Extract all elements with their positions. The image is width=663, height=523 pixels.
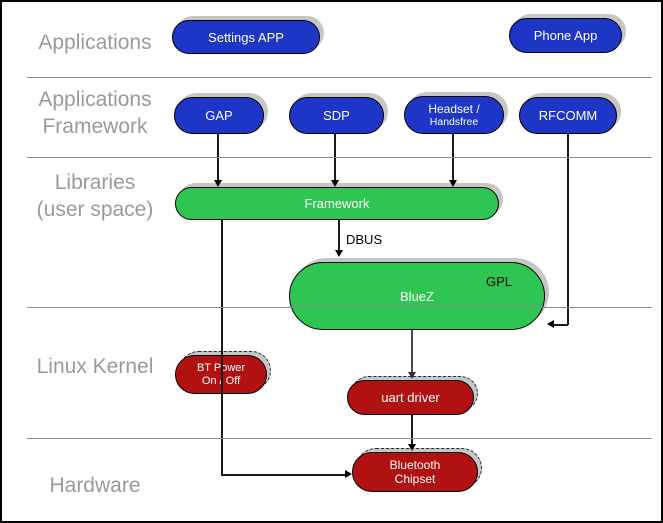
layer-label-line: Libraries (54, 171, 136, 194)
arrowhead-right-icon (345, 470, 352, 478)
arrowhead-down-icon (408, 444, 416, 451)
edge-uart-to-chipset (411, 415, 413, 445)
edge-gap-to-framework (217, 134, 219, 182)
layer-label-line: Applications (38, 31, 152, 54)
layer-divider (27, 77, 652, 78)
layer-label-applications-framework: Applications Framework (20, 86, 170, 140)
layer-label-line: Hardware (49, 474, 141, 497)
layer-divider (27, 438, 652, 439)
arrowhead-down-icon (335, 250, 343, 257)
node-label: Headset / (428, 101, 480, 116)
node-bluez: GPL BlueZ (289, 262, 545, 330)
node-framework: Framework (175, 187, 499, 220)
node-gap: GAP (174, 97, 264, 134)
edge-rfcomm-to-bluez-vertical (567, 134, 569, 325)
node-label: Chipset (394, 472, 436, 486)
node-uart-driver: uart driver (347, 380, 474, 415)
arrowhead-left-icon (547, 320, 554, 328)
edge-label-dbus: DBUS (346, 232, 383, 247)
layer-divider (27, 157, 652, 158)
layer-label-line: (user space) (36, 198, 154, 221)
node-label: RFCOMM (538, 108, 598, 123)
arrowhead-down-icon (408, 372, 416, 379)
layer-label-hardware: Hardware (20, 472, 170, 499)
layer-label-applications: Applications (20, 29, 170, 56)
node-sdp: SDP (289, 97, 384, 134)
node-label: Bluetooth (389, 458, 441, 472)
layer-label-line: Linux Kernel (36, 355, 154, 378)
edge-rfcomm-to-bluez-horizontal (553, 324, 568, 326)
node-label: Handsfree (429, 115, 479, 128)
node-settings-app: Settings APP (172, 20, 320, 54)
layer-label-line: Applications (38, 88, 152, 111)
node-label: uart driver (381, 390, 440, 405)
arrowhead-down-icon (331, 180, 339, 187)
node-headset-handsfree: Headset / Handsfree (404, 96, 504, 134)
arrowhead-down-icon (214, 180, 222, 187)
layer-label-libraries-user-space: Libraries (user space) (20, 169, 170, 223)
node-label: Framework (304, 196, 370, 211)
edge-framework-to-chipset-horizontal (221, 474, 347, 476)
layer-divider (27, 307, 652, 308)
node-label: Phone App (533, 28, 598, 43)
edge-bluez-to-uart (411, 330, 413, 373)
edge-headset-to-framework (452, 134, 454, 182)
node-label: SDP (323, 108, 350, 123)
node-label: Settings APP (208, 29, 284, 45)
layer-label-linux-kernel: Linux Kernel (20, 353, 170, 380)
edge-framework-to-chipset-vertical (221, 220, 223, 475)
node-phone-app: Phone App (509, 18, 622, 53)
node-rfcomm: RFCOMM (519, 97, 617, 134)
arrowhead-down-icon (449, 180, 457, 187)
gpl-badge: GPL (485, 274, 512, 289)
edge-sdp-to-framework (334, 134, 336, 182)
layer-label-line: Framework (42, 115, 148, 138)
node-label: BlueZ (400, 288, 434, 304)
edge-framework-to-bluez-dbus (338, 220, 340, 252)
node-label: GAP (205, 108, 233, 123)
node-bluetooth-chipset: Bluetooth Chipset (352, 452, 478, 492)
